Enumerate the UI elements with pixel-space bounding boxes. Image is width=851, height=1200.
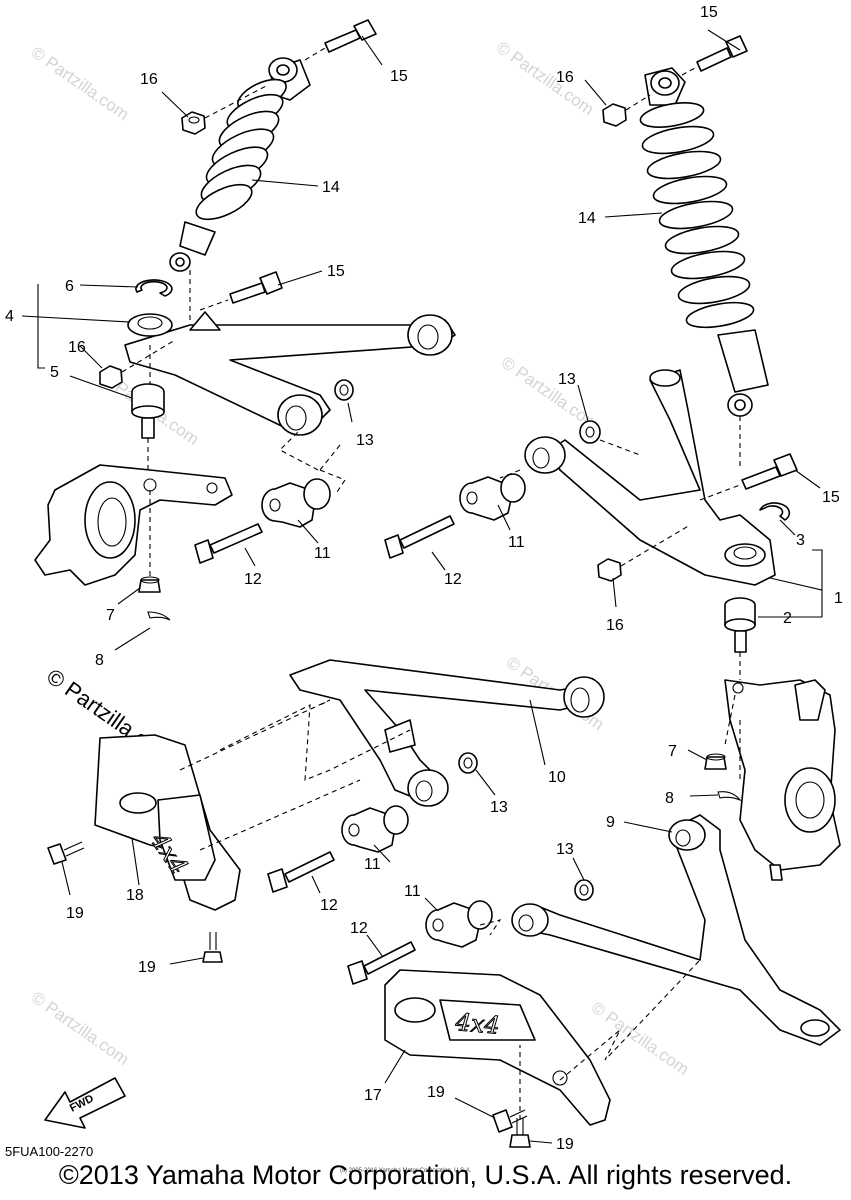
callout-13[interactable]: 13 — [558, 371, 576, 388]
bolt-12-right-upper[interactable] — [384, 515, 455, 559]
forward-arrow: FWD — [44, 1077, 126, 1129]
collar-13-right-lower[interactable] — [574, 879, 594, 901]
watermark-text: © Partzilla.com — [588, 998, 693, 1079]
callout-8[interactable]: 8 — [95, 652, 104, 669]
shock-absorber-right[interactable] — [639, 67, 769, 470]
callout-13[interactable]: 13 — [556, 841, 574, 858]
callout-12[interactable]: 12 — [320, 897, 338, 914]
upper-arm-left[interactable] — [124, 311, 456, 436]
bolt-15-right-top[interactable] — [681, 35, 748, 76]
bolt-19-left-b[interactable] — [202, 932, 223, 963]
bolt-19-right-a[interactable] — [492, 1109, 528, 1133]
callout-16[interactable]: 16 — [606, 617, 624, 634]
cotter-pin-8-left[interactable] — [147, 611, 171, 621]
callout-13[interactable]: 13 — [356, 432, 374, 449]
callout-4[interactable]: 4 — [5, 308, 14, 325]
callout-12[interactable]: 12 — [444, 571, 462, 588]
knuckle-left[interactable] — [34, 464, 233, 586]
bolt-15-right-mid[interactable] — [699, 453, 798, 501]
callout-12[interactable]: 12 — [350, 920, 368, 937]
shock-absorber-left[interactable] — [169, 57, 311, 272]
callout-11[interactable]: 11 — [508, 534, 525, 551]
callout-19[interactable]: 19 — [427, 1084, 445, 1101]
circlip-6[interactable] — [135, 279, 173, 297]
nut-16-right-top[interactable] — [602, 94, 651, 127]
knuckle-right[interactable] — [724, 679, 841, 881]
arm-assembly-1-right[interactable] — [524, 369, 776, 586]
callout-11[interactable]: 11 — [314, 545, 331, 562]
watermark-text: © Partzilla.com — [28, 988, 133, 1069]
bolt-15-left-arm[interactable] — [199, 271, 283, 311]
watermark-text: © Partzilla.com — [28, 43, 133, 124]
callout-19[interactable]: 19 — [556, 1136, 574, 1153]
callout-1[interactable]: 1 — [834, 590, 843, 607]
callout-18[interactable]: 18 — [126, 887, 144, 904]
callout-15[interactable]: 15 — [390, 68, 408, 85]
castle-nut-7-right[interactable] — [704, 753, 727, 770]
diagram-code: 5FUA100-2270 — [5, 1144, 93, 1159]
bushing-11-right-upper[interactable] — [459, 473, 526, 521]
callout-3[interactable]: 3 — [796, 532, 805, 549]
bolt-19-right-b[interactable] — [509, 1118, 531, 1148]
callout-11[interactable]: 11 — [364, 856, 381, 873]
collar-13-left-upper[interactable] — [334, 379, 354, 401]
callout-14[interactable]: 14 — [322, 179, 340, 196]
nut-16-right-mid[interactable] — [597, 524, 691, 582]
callout-13[interactable]: 13 — [490, 799, 508, 816]
callout-11[interactable]: 11 — [404, 883, 421, 900]
assembly-lines — [149, 270, 741, 1120]
callout-6[interactable]: 6 — [65, 278, 74, 295]
callout-16[interactable]: 16 — [556, 69, 574, 86]
bushing-11-left-upper[interactable] — [261, 444, 341, 528]
callout-15[interactable]: 15 — [327, 263, 345, 280]
arm-10[interactable] — [289, 659, 605, 807]
callout-15[interactable]: 15 — [822, 489, 840, 506]
copyright-notice: ©2013 Yamaha Motor Corporation, U.S.A. A… — [58, 1160, 793, 1190]
callout-14[interactable]: 14 — [578, 210, 596, 227]
callout-2[interactable]: 2 — [783, 610, 792, 627]
skid-guard-17[interactable]: 4x4 — [384, 969, 611, 1126]
callout-15[interactable]: 15 — [700, 4, 718, 21]
ball-joint-5[interactable] — [131, 383, 165, 480]
collar-13-right-upper[interactable] — [579, 420, 601, 444]
bushing-11-left-lower[interactable] — [341, 805, 409, 853]
callout-16[interactable]: 16 — [140, 71, 158, 88]
bushing-11-right-lower[interactable] — [425, 900, 493, 948]
shock-spring-left — [195, 78, 287, 221]
watermark-text: © Partzilla.com — [493, 38, 598, 119]
nut-16-left-mid[interactable] — [99, 339, 176, 389]
callout-8[interactable]: 8 — [665, 790, 674, 807]
bolt-12-left-lower[interactable] — [267, 851, 335, 893]
bolt-19-left-a[interactable] — [47, 841, 85, 865]
ball-joint-2[interactable] — [724, 597, 756, 680]
arm-9[interactable] — [511, 814, 841, 1046]
callout-9[interactable]: 9 — [606, 814, 615, 831]
callout-labels: 15 16 14 15 6 4 16 5 13 11 12 7 8 15 16 … — [5, 4, 843, 1153]
callout-7[interactable]: 7 — [668, 743, 677, 760]
circlip-3[interactable] — [759, 502, 791, 521]
callout-17[interactable]: 17 — [364, 1087, 382, 1104]
fine-print: (c) 2005-2016 Yamaha Motor Corporation, … — [340, 1168, 472, 1174]
leader-lines — [21, 29, 823, 1144]
bolt-12-left-upper[interactable] — [194, 523, 263, 564]
callout-19[interactable]: 19 — [138, 959, 156, 976]
bolt-12-right-lower[interactable] — [347, 941, 416, 985]
callout-19[interactable]: 19 — [66, 905, 84, 922]
decal-4x4-right: 4x4 — [453, 1008, 500, 1040]
callout-12[interactable]: 12 — [244, 571, 262, 588]
callout-7[interactable]: 7 — [106, 607, 115, 624]
ball-joint-4[interactable] — [127, 313, 173, 337]
castle-nut-7-left[interactable] — [138, 576, 161, 593]
bolt-15-left-top[interactable] — [304, 19, 377, 61]
collar-13-left-lower[interactable] — [458, 752, 478, 774]
skid-guard-18[interactable]: 4x4 — [94, 734, 241, 911]
callout-5[interactable]: 5 — [50, 364, 59, 381]
shock-spring-right — [639, 102, 755, 329]
callout-10[interactable]: 10 — [548, 769, 566, 786]
callout-16[interactable]: 16 — [68, 339, 86, 356]
nut-16-left-top[interactable] — [181, 84, 269, 135]
cotter-pin-8-right[interactable] — [717, 791, 742, 802]
